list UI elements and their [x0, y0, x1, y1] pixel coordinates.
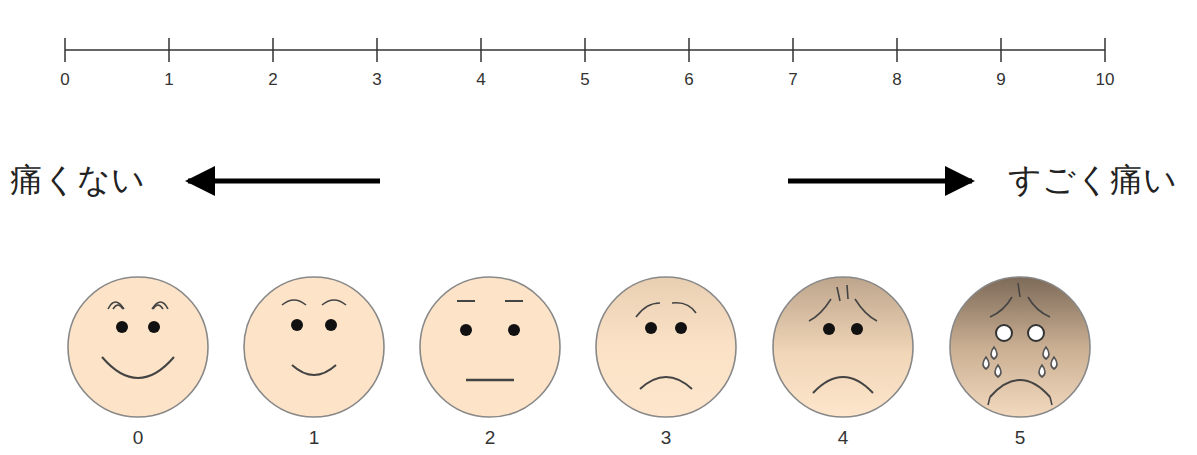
face-4: [773, 277, 913, 417]
scale-number: 0: [60, 71, 69, 90]
scale-number: 1: [164, 71, 173, 90]
face-number: 5: [1015, 428, 1026, 449]
scale-number: 9: [996, 71, 1005, 90]
scale-number: 6: [684, 71, 693, 90]
scale-number: 10: [1096, 71, 1115, 90]
scale-number: 7: [788, 71, 797, 90]
face-5: [950, 277, 1090, 417]
scale-number: 4: [476, 71, 485, 90]
face-0: [68, 277, 208, 417]
face-1: [244, 277, 384, 417]
scale-number: 2: [268, 71, 277, 90]
scale-number: 8: [892, 71, 901, 90]
face-2: [420, 277, 560, 417]
severe-pain-label: すごく痛い: [1008, 162, 1177, 198]
right-arrow: [788, 179, 972, 184]
face-3: [596, 277, 736, 417]
face-number: 2: [485, 428, 496, 449]
scale-number: 3: [372, 71, 381, 90]
face-number: 4: [838, 428, 849, 449]
number-line: [65, 38, 1105, 62]
scale-number: 5: [580, 71, 589, 90]
no-pain-label: 痛くない: [10, 162, 145, 198]
face-number: 3: [661, 428, 672, 449]
left-arrow: [188, 179, 380, 184]
face-number: 1: [309, 428, 320, 449]
face-number: 0: [133, 428, 144, 449]
